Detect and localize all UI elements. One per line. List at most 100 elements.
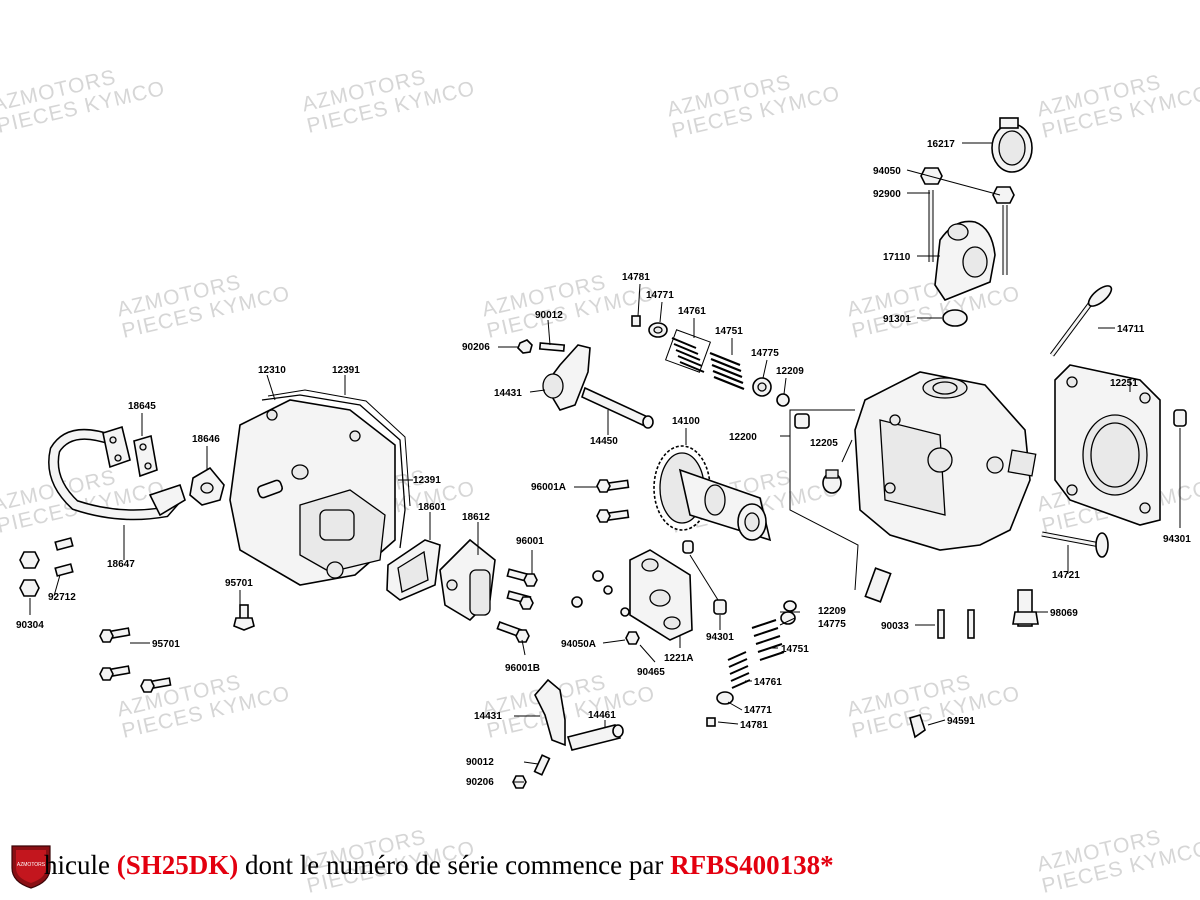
part-label: 14781 bbox=[740, 720, 768, 731]
seal-14775-low bbox=[780, 600, 797, 625]
gasket-12391 bbox=[261, 389, 411, 549]
part-label: 90465 bbox=[637, 667, 665, 678]
part-label: 12310 bbox=[258, 365, 286, 376]
footer-banner: AZMOTORS hicule (SH25DK) dont le numéro … bbox=[0, 842, 1200, 892]
part-label: 12209 bbox=[776, 366, 804, 377]
part-label: 14461 bbox=[588, 710, 616, 721]
rocker-arm-14431-top bbox=[542, 344, 591, 411]
part-label: 14771 bbox=[744, 705, 772, 716]
part-label: 14751 bbox=[715, 326, 743, 337]
bolts-92712 bbox=[54, 537, 74, 577]
cylinder-head-12200 bbox=[854, 371, 1037, 551]
part-label: 95701 bbox=[225, 578, 253, 589]
part-label: 12391 bbox=[413, 475, 441, 486]
spring-14761-low bbox=[727, 651, 751, 689]
exploded-view-drawing: 16217 94050 92900 17110 91301 14711 1225… bbox=[16, 117, 1191, 789]
head-gasket-12251 bbox=[1054, 364, 1161, 526]
part-label: 17110 bbox=[883, 252, 911, 263]
spring-14751-low bbox=[751, 619, 785, 661]
footer-middle: dont le numéro de série commence par bbox=[238, 850, 671, 880]
part-label: 91301 bbox=[883, 314, 911, 325]
gasket-18601 bbox=[386, 539, 441, 601]
part-label: 92900 bbox=[873, 189, 901, 200]
part-label: 12209 bbox=[818, 606, 846, 617]
bolts-96001 bbox=[496, 568, 538, 643]
part-label: 98069 bbox=[1050, 608, 1078, 619]
nuts-90304 bbox=[19, 551, 40, 597]
part-label: 95701 bbox=[152, 639, 180, 650]
model-code: (SH25DK) bbox=[116, 850, 239, 880]
oil-fitting-12205 bbox=[794, 413, 842, 494]
part-label: 90033 bbox=[881, 621, 909, 632]
intake-manifold-17110 bbox=[934, 220, 996, 301]
adjust-screw-90012-low bbox=[533, 754, 551, 776]
part-label: 14781 bbox=[622, 272, 650, 283]
retainer-14771-top bbox=[648, 322, 668, 338]
part-label: 12200 bbox=[729, 432, 757, 443]
adjust-screw-90012-top bbox=[538, 342, 566, 352]
part-label: 14100 bbox=[672, 416, 700, 427]
part-label: 94301 bbox=[706, 632, 734, 643]
part-label: 94301 bbox=[1163, 534, 1191, 545]
part-label: 90012 bbox=[535, 310, 563, 321]
part-label: 18646 bbox=[192, 434, 220, 445]
part-label: 18612 bbox=[462, 512, 490, 523]
footer-prefix: hicule bbox=[44, 850, 117, 880]
rocker-arm-14431-low bbox=[534, 678, 566, 747]
part-label: 14775 bbox=[751, 348, 779, 359]
part-label: 14751 bbox=[781, 644, 809, 655]
o-ring-91301 bbox=[942, 309, 968, 327]
gasket-18645 bbox=[102, 425, 158, 478]
part-label: 18601 bbox=[418, 502, 446, 513]
part-label: 14771 bbox=[646, 290, 674, 301]
studs-92900 bbox=[928, 190, 1008, 275]
valve-14711 bbox=[1049, 285, 1113, 357]
part-label: 92712 bbox=[48, 592, 76, 603]
part-label: 14761 bbox=[754, 677, 782, 688]
spring-14751-top bbox=[709, 351, 745, 391]
seat-12209-top bbox=[776, 393, 790, 407]
cotter-14781-top bbox=[631, 315, 641, 327]
part-label: 14775 bbox=[818, 619, 846, 630]
dowel-94301-mid bbox=[682, 540, 727, 615]
part-label: 12391 bbox=[332, 365, 360, 376]
bolt-95701-a bbox=[233, 604, 255, 631]
camshaft-14100 bbox=[653, 445, 772, 542]
part-label: 14450 bbox=[590, 436, 618, 447]
part-label: 94050 bbox=[873, 166, 901, 177]
spark-plug-98069 bbox=[1012, 589, 1039, 627]
retainer-14771-low bbox=[716, 691, 734, 705]
part-label: 90304 bbox=[16, 620, 44, 631]
part-label: 16217 bbox=[927, 139, 955, 150]
part-label: 14721 bbox=[1052, 570, 1080, 581]
part-label: 18647 bbox=[107, 559, 135, 570]
nut-90206-top bbox=[517, 339, 533, 354]
washers-94050A bbox=[571, 570, 630, 617]
gasket-18646 bbox=[189, 466, 225, 506]
bolts-96001A bbox=[596, 479, 630, 523]
clip-94591 bbox=[909, 714, 926, 739]
part-label: 1221A bbox=[664, 653, 693, 664]
part-label: 14761 bbox=[678, 306, 706, 317]
rocker-shaft-14450 bbox=[581, 386, 654, 429]
part-label: 14431 bbox=[494, 388, 522, 399]
serial-number: RFBS400138* bbox=[670, 850, 834, 880]
leader-lines bbox=[29, 142, 1181, 783]
brand-logo-icon: AZMOTORS bbox=[11, 845, 51, 889]
part-label: 90206 bbox=[462, 342, 490, 353]
part-label: 12205 bbox=[810, 438, 838, 449]
dowel-94301-right bbox=[1173, 409, 1187, 427]
shaft-14461 bbox=[566, 724, 624, 751]
valve-14721 bbox=[1041, 531, 1109, 558]
part-label: 12251 bbox=[1110, 378, 1138, 389]
part-label: 90206 bbox=[466, 777, 494, 788]
cotter-14781-low bbox=[706, 717, 716, 727]
part-label: 96001 bbox=[516, 536, 544, 547]
cylinder-head-cover-12310 bbox=[229, 399, 396, 586]
studs-90033 bbox=[937, 609, 975, 639]
serial-notice: hicule (SH25DK) dont le numéro de série … bbox=[44, 850, 834, 881]
bolts-95701-b bbox=[99, 627, 172, 693]
part-label: 90012 bbox=[466, 757, 494, 768]
part-label: 18645 bbox=[128, 401, 156, 412]
